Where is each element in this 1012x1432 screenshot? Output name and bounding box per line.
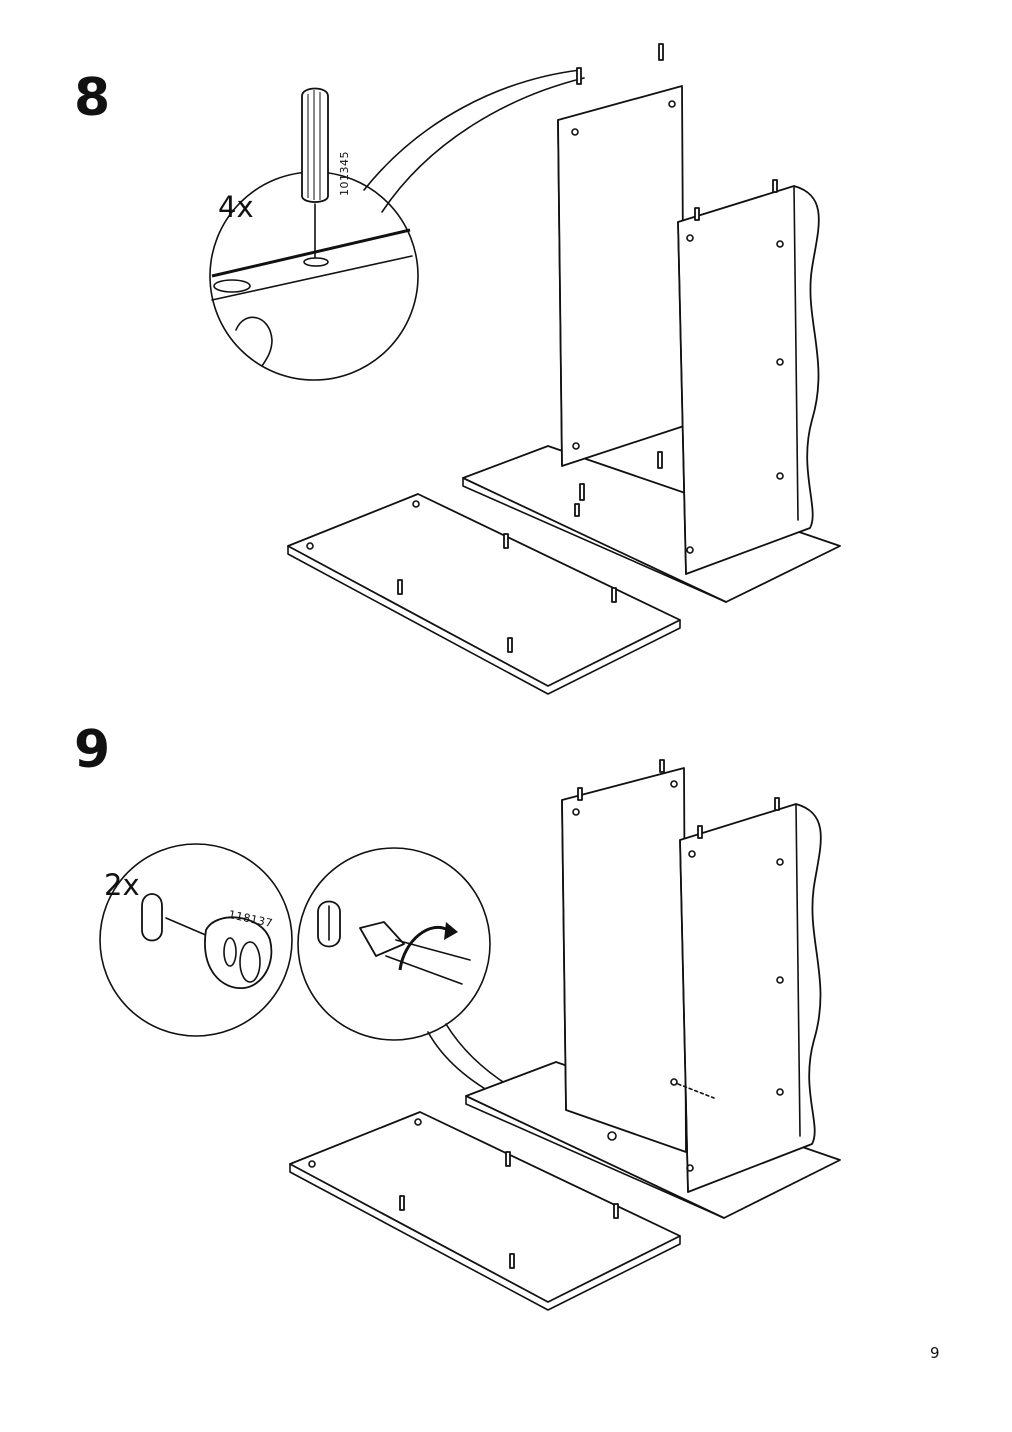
screwdriver-icon <box>359 921 471 985</box>
step-8-quantity: 4x <box>218 190 254 224</box>
cam-lock-icon <box>204 916 273 989</box>
step-9-loose-board <box>289 1111 681 1311</box>
page-number: 9 <box>930 1344 940 1362</box>
step-number-8: 8 <box>74 68 111 128</box>
step-8-standing-panels <box>462 43 841 603</box>
wooden-dowel-icon <box>301 87 329 259</box>
step-number-9: 9 <box>74 720 111 780</box>
step-9-quantity: 2x <box>104 868 140 902</box>
step-8-loose-board <box>287 493 681 695</box>
step-8-part-number: 101345 <box>338 151 351 196</box>
step-9-standing-panels <box>465 759 841 1219</box>
step-8-detail-callout <box>209 69 585 381</box>
